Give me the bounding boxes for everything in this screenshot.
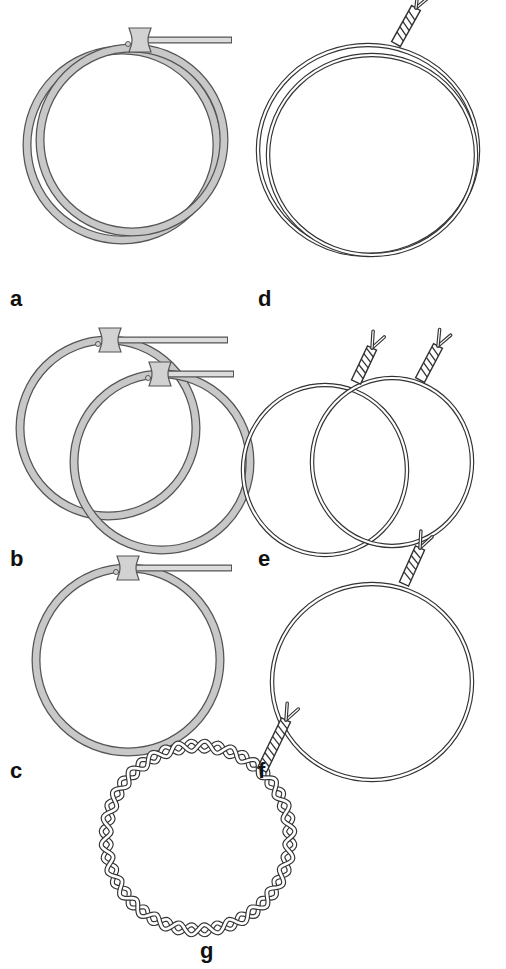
panel-letter: a xyxy=(10,288,22,310)
panel-letter: b xyxy=(10,548,23,570)
tube xyxy=(136,568,232,569)
crimp-bead xyxy=(146,362,172,386)
twisted-wire xyxy=(416,344,443,383)
panel-letter: d xyxy=(258,288,271,310)
grey-ring xyxy=(40,48,224,232)
wire-ring xyxy=(312,378,472,546)
panel-letter: e xyxy=(258,548,270,570)
wire xyxy=(418,531,422,548)
wire xyxy=(416,0,418,8)
wire-ring xyxy=(268,55,476,255)
grey-ring xyxy=(20,340,196,516)
wire xyxy=(416,0,418,8)
wire-ring xyxy=(272,584,472,780)
tube xyxy=(148,40,232,41)
grey-ring xyxy=(36,568,220,752)
tube xyxy=(168,374,234,375)
grey-ring xyxy=(74,374,250,550)
wire-ring xyxy=(243,385,407,555)
crimp-bead xyxy=(96,328,122,352)
wire xyxy=(372,331,373,348)
wire xyxy=(419,531,421,548)
wire xyxy=(372,331,373,348)
twisted-wire xyxy=(351,346,376,384)
crimp-bead xyxy=(114,556,140,580)
wire-ring xyxy=(258,45,478,255)
twisted-wire xyxy=(399,546,424,586)
wire xyxy=(286,703,287,720)
wire xyxy=(286,703,287,720)
crimp-bead xyxy=(126,28,152,52)
panel-letter: g xyxy=(200,940,213,962)
wire xyxy=(438,329,440,346)
panel-letter: c xyxy=(10,760,22,782)
tube xyxy=(118,340,228,341)
wire xyxy=(438,329,440,346)
twisted-wire xyxy=(392,6,421,47)
panel-letter: f xyxy=(258,760,265,782)
